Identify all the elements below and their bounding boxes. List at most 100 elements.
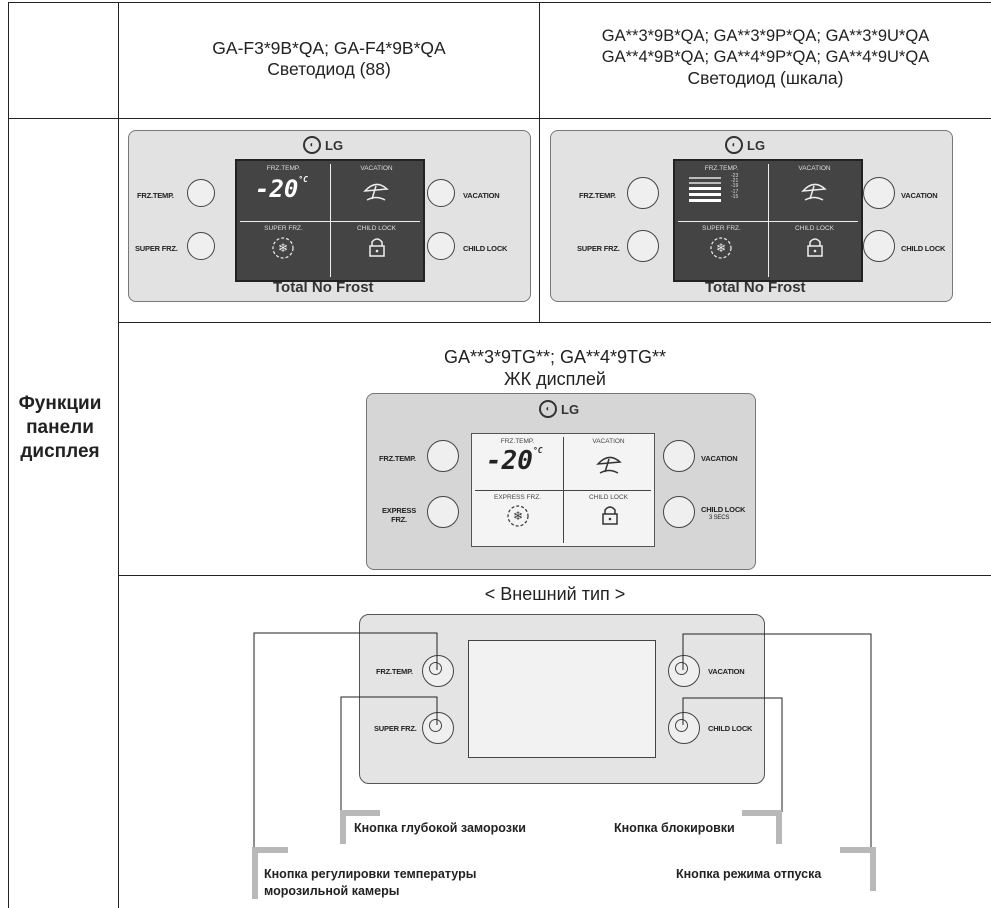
row-label: Функции панели дисплея xyxy=(18,393,102,462)
cell-frz-temp-caption: FRZ.TEMP. xyxy=(500,438,535,445)
lcd-section-header: GA**3*9TG**; GA**4*9TG** ЖК дисплей xyxy=(119,346,991,390)
callout-lock: Кнопка блокировки xyxy=(614,821,735,835)
frz-temp-button[interactable] xyxy=(627,177,659,209)
bracket-vacation xyxy=(840,847,876,891)
callout-line-vacation xyxy=(682,633,872,848)
child-lock-button[interactable] xyxy=(427,232,455,260)
lg-logo: ◐ LG xyxy=(539,400,579,418)
scale-label: -15 xyxy=(731,193,739,200)
table-col-divider xyxy=(118,2,119,908)
callout-line-freezer-temp xyxy=(253,632,438,848)
snowflake-icon: ❄ xyxy=(507,505,529,527)
temp-value: -20 xyxy=(486,446,533,476)
child-lock-button[interactable] xyxy=(863,230,895,262)
cell-child-lock: CHILD LOCK xyxy=(563,490,654,546)
panel-led-scale: ◐ LG FRZ.TEMP. SUPER FRZ. FRZ.TEMP. -23 … xyxy=(550,130,953,302)
lcd-display-type: ЖК дисплей xyxy=(504,369,606,389)
svg-text:❄: ❄ xyxy=(716,241,726,255)
total-no-frost-label: Total No Frost xyxy=(705,279,806,296)
callout-deep-freeze: Кнопка глубокой заморозки xyxy=(354,821,526,835)
frz-temp-button[interactable] xyxy=(187,179,215,207)
temp-readout: -20°C xyxy=(486,446,543,476)
display-screen: FRZ.TEMP. -23 -21 -19 -17 -15 VACATION S… xyxy=(673,159,863,282)
screen-divider-h xyxy=(475,490,651,491)
display-screen: FRZ.TEMP. -20°C VACATION SUPER FRZ. ❄ CH… xyxy=(235,159,425,282)
scale-label: -17 xyxy=(731,188,739,195)
frz-temp-label: FRZ.TEMP. xyxy=(579,191,616,200)
cell-child-lock-caption: CHILD LOCK xyxy=(356,224,396,232)
child-lock-label: CHILD LOCK xyxy=(708,724,753,733)
header-col2: GA**3*9B*QA; GA**3*9P*QA; GA**3*9U*QA GA… xyxy=(540,26,991,89)
temp-unit: °C xyxy=(532,446,543,455)
cell-vacation-caption: VACATION xyxy=(592,438,625,445)
scale-label: -23 xyxy=(731,173,739,179)
child-lock-button[interactable] xyxy=(663,496,695,528)
child-lock-button[interactable] xyxy=(668,712,700,744)
scale-label: -21 xyxy=(731,178,739,185)
frz-temp-label: FRZ.TEMP. xyxy=(137,191,174,200)
super-frz-label: SUPER FRZ. xyxy=(135,244,178,253)
callout-freezer-temp: Кнопка регулировки температуры морозильн… xyxy=(264,867,477,898)
cell-child-lock: CHILD LOCK xyxy=(768,221,861,281)
cell-frz-temp: FRZ.TEMP. -20°C xyxy=(237,161,330,221)
cell-child-lock-caption: CHILD LOCK xyxy=(588,494,628,501)
super-frz-button[interactable] xyxy=(422,712,454,744)
temp-readout: -20°C xyxy=(255,175,308,203)
temp-scale-labels: -23 -21 -19 -17 -15 xyxy=(731,173,739,200)
bracket-deep-freeze xyxy=(340,810,380,844)
frz-temp-button[interactable] xyxy=(427,440,459,472)
lg-logo-text: LG xyxy=(325,137,344,153)
external-section-title: < Внешний тип > xyxy=(484,584,626,604)
vacation-label: VACATION xyxy=(901,191,938,200)
frz-temp-button[interactable] xyxy=(422,655,454,687)
umbrella-icon xyxy=(801,183,827,201)
cell-vacation: VACATION xyxy=(330,161,423,221)
lcd-models: GA**3*9TG**; GA**4*9TG** xyxy=(443,347,667,367)
snowflake-icon: ❄ xyxy=(710,236,732,259)
vacation-button[interactable] xyxy=(427,179,455,207)
table-top-border xyxy=(8,2,991,3)
lg-logo-text: LG xyxy=(561,401,580,417)
cell-super-frz-caption: SUPER FRZ. xyxy=(264,224,303,232)
panel-lcd: ◐ LG FRZ.TEMP. EXPRESS FRZ. FRZ.TEMP. -2… xyxy=(366,393,756,570)
child-lock-label: CHILD LOCK xyxy=(901,244,946,253)
super-frz-button[interactable] xyxy=(187,232,215,260)
panel-led-88: ◐ LG FRZ.TEMP. SUPER FRZ. FRZ.TEMP. -20°… xyxy=(128,130,531,302)
temp-unit: °C xyxy=(298,175,308,184)
lg-logo: ◐ LG xyxy=(725,136,765,154)
vacation-label: VACATION xyxy=(463,191,500,200)
bracket-lock xyxy=(742,810,782,844)
cell-child-lock: CHILD LOCK xyxy=(330,221,423,281)
lg-logo-icon: ◐ xyxy=(725,136,743,154)
cell-express-frz-caption: EXPRESS FRZ. xyxy=(494,494,541,501)
screen-divider-h xyxy=(240,220,420,222)
lock-icon xyxy=(602,506,618,525)
cell-frz-temp: FRZ.TEMP. -20°C xyxy=(472,434,563,490)
frz-temp-label: FRZ.TEMP. xyxy=(376,667,413,676)
cell-frz-temp-caption: FRZ.TEMP. xyxy=(704,165,739,172)
screen-divider-h xyxy=(678,220,858,222)
vacation-button[interactable] xyxy=(668,655,700,687)
header-col2-models-1: GA**3*9B*QA; GA**3*9P*QA; GA**3*9U*QA xyxy=(601,27,930,45)
scale-bar xyxy=(689,182,721,184)
header-col1-models: GA-F3*9B*QA; GA-F4*9B*QA xyxy=(212,38,446,58)
cell-super-frz: SUPER FRZ. ❄ xyxy=(237,221,330,281)
super-frz-label: SUPER FRZ. xyxy=(577,244,620,253)
vacation-button[interactable] xyxy=(863,177,895,209)
display-screen xyxy=(468,640,656,758)
scale-bar xyxy=(689,187,721,190)
cell-vacation: VACATION xyxy=(563,434,654,490)
scale-bar xyxy=(689,177,721,179)
table-left-border xyxy=(8,2,9,908)
callout-line-deep-freeze xyxy=(340,696,438,813)
vacation-label: VACATION xyxy=(701,454,738,463)
cell-child-lock-caption: CHILD LOCK xyxy=(794,224,834,232)
super-frz-button[interactable] xyxy=(627,230,659,262)
vacation-button[interactable] xyxy=(663,440,695,472)
vacation-label: VACATION xyxy=(708,667,745,676)
lock-icon xyxy=(369,237,385,257)
total-no-frost-label: Total No Frost xyxy=(273,279,374,296)
svg-text:❄: ❄ xyxy=(278,241,288,255)
express-frz-button[interactable] xyxy=(427,496,459,528)
